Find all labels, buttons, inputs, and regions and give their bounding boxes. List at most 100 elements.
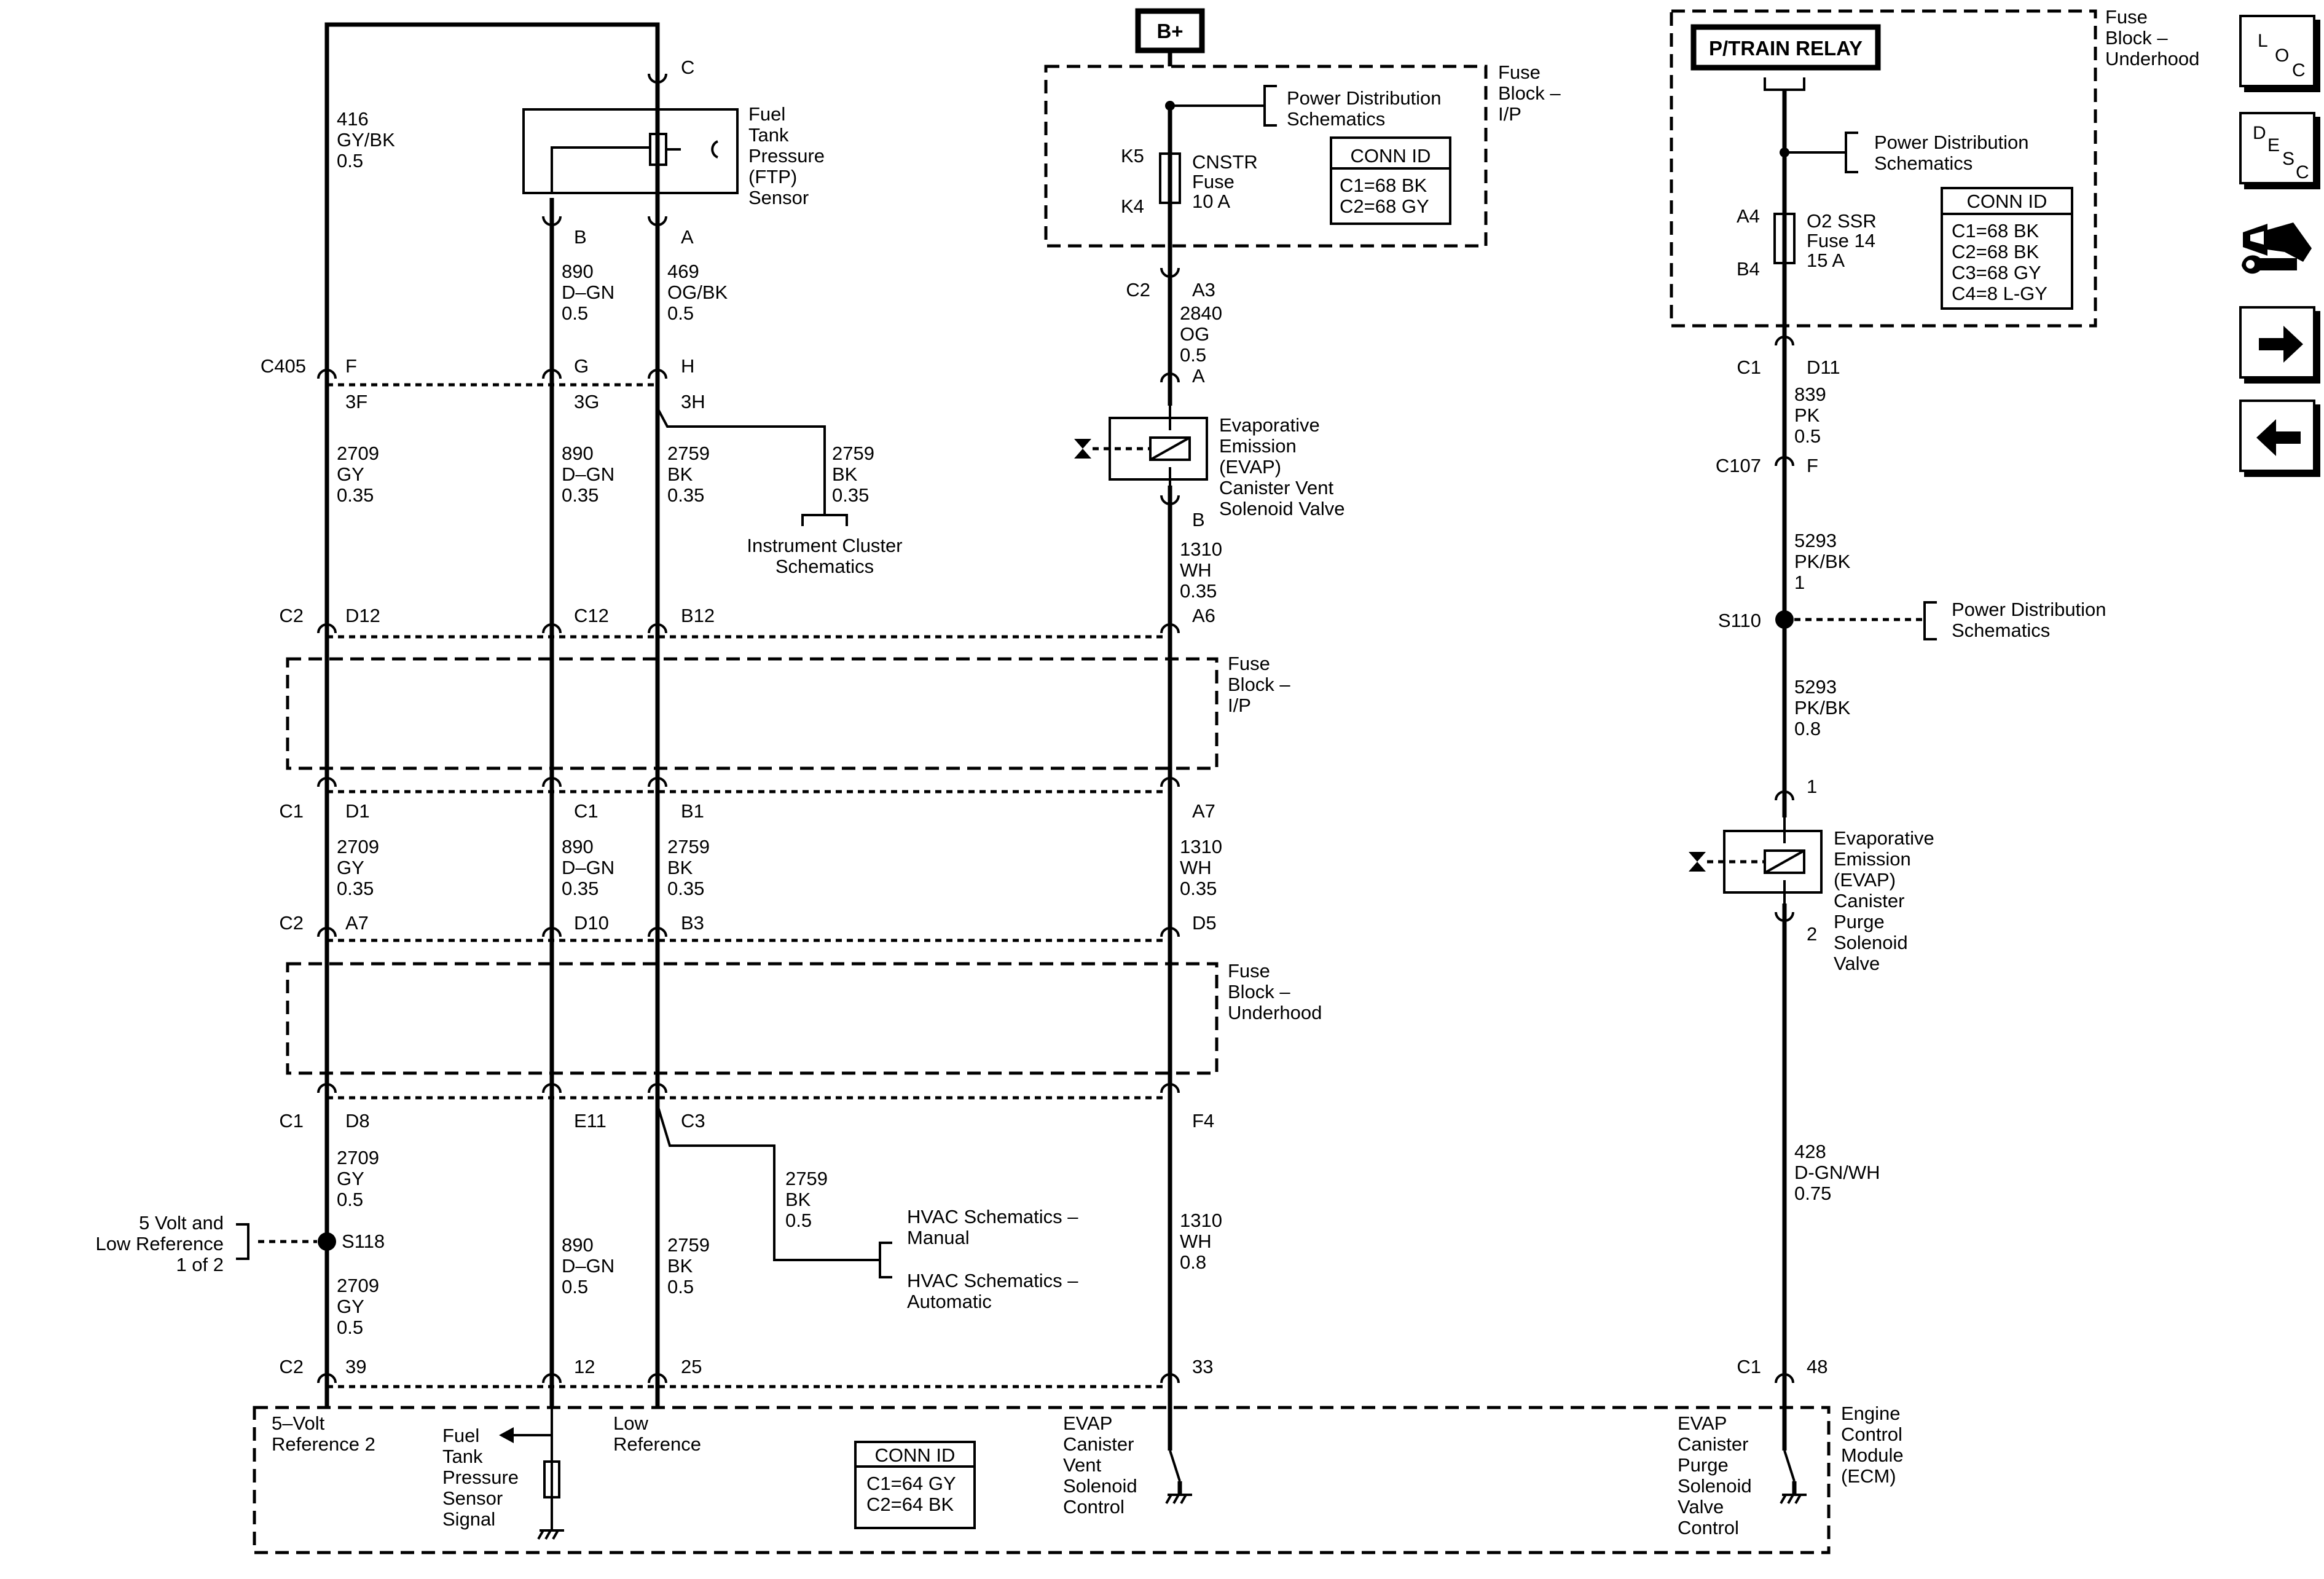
svg-text:Emission: Emission (1834, 848, 1911, 870)
svg-text:Underhood: Underhood (1228, 1002, 1322, 1023)
svg-text:C1=68 BK: C1=68 BK (1340, 175, 1427, 196)
svg-text:BK: BK (667, 1255, 693, 1277)
svg-text:Control: Control (1841, 1423, 1902, 1445)
svg-text:(FTP): (FTP) (748, 166, 797, 187)
svg-text:1310: 1310 (1180, 538, 1222, 560)
svg-text:G: G (574, 355, 589, 377)
fuse-block-underhood-top-box (1670, 9, 2097, 328)
location-button[interactable]: L O C (2239, 15, 2315, 87)
svg-text:H: H (681, 355, 694, 377)
ftp-sensor-symbol (522, 108, 739, 194)
desc-letter: S (2282, 149, 2295, 169)
description-button[interactable]: D E S C (2239, 112, 2315, 184)
splice-s110 (1775, 610, 1794, 629)
svg-text:Underhood: Underhood (2105, 48, 2199, 69)
svg-text:0.35: 0.35 (1180, 878, 1217, 899)
ground-icon (1165, 1494, 1192, 1504)
svg-text:CONN ID: CONN ID (1351, 145, 1431, 167)
pds-label: Power Distribution (1874, 132, 2029, 153)
svg-text:D-GN/WH: D-GN/WH (1794, 1162, 1880, 1183)
svg-text:2759: 2759 (667, 1234, 710, 1256)
svg-text:OG: OG (1180, 323, 1209, 345)
pin-label: B (574, 226, 587, 248)
svg-text:WH: WH (1180, 1231, 1212, 1252)
fuse-block-underhood-mid-label: Fuse Block – Underhood (1228, 960, 1322, 1023)
conn-id-table: CONN ID C1=68 BK C2=68 BK C3=68 GY C4=8 … (1941, 187, 2073, 310)
svg-text:Solenoid: Solenoid (1063, 1475, 1137, 1497)
svg-text:B1: B1 (681, 800, 704, 822)
svg-text:C2: C2 (1126, 279, 1150, 301)
desc-letter: D (2253, 123, 2266, 143)
connector-wrench-icon[interactable] (2239, 209, 2315, 282)
svg-text:S118: S118 (342, 1231, 385, 1252)
hvac-manual-label: HVAC Schematics – (907, 1206, 1078, 1227)
svg-text:2759: 2759 (832, 443, 874, 464)
svg-text:C2=68 BK: C2=68 BK (1952, 241, 2039, 262)
svg-text:D–GN: D–GN (562, 282, 614, 303)
connector-pins (317, 73, 1794, 1384)
svg-text:K4: K4 (1121, 195, 1144, 217)
svg-text:Sensor: Sensor (748, 187, 809, 208)
svg-text:PK/BK: PK/BK (1794, 697, 1851, 719)
loc-letter: L (2258, 31, 2268, 51)
svg-text:Solenoid Valve: Solenoid Valve (1219, 498, 1345, 519)
svg-text:A3: A3 (1192, 279, 1215, 301)
b-plus-label: B+ (1156, 20, 1183, 42)
svg-text:3G: 3G (574, 391, 599, 412)
svg-text:0.5: 0.5 (1794, 425, 1821, 447)
desc-letter: C (2296, 162, 2309, 183)
svg-text:Canister: Canister (1063, 1433, 1134, 1455)
svg-text:D11: D11 (1807, 356, 1840, 378)
svg-text:1: 1 (1794, 572, 1805, 593)
evap-purge-solenoid-symbol (1689, 817, 1823, 904)
fuse-block-ip-top-box (1044, 65, 1488, 248)
svg-text:Fuse 14: Fuse 14 (1807, 230, 1875, 251)
svg-text:Schematics: Schematics (1952, 620, 2050, 641)
svg-text:Block –: Block – (2105, 27, 2168, 49)
connector-labels: C2 A3 C1 D11 C405 F G H 3F 3G 3H A B C10… (261, 279, 1840, 1377)
svg-text:GY/BK: GY/BK (337, 129, 395, 151)
ptrain-relay-label: P/TRAIN RELAY (1709, 37, 1863, 60)
svg-text:3H: 3H (681, 391, 705, 412)
svg-text:Low Reference: Low Reference (95, 1233, 224, 1254)
splice-s118 (318, 1232, 336, 1251)
svg-text:A7: A7 (345, 912, 369, 934)
hvac-auto-label: Automatic (907, 1291, 992, 1312)
loc-letter: O (2275, 45, 2289, 66)
svg-text:Block –: Block – (1228, 674, 1290, 695)
svg-text:890: 890 (562, 1234, 594, 1256)
svg-text:0.5: 0.5 (337, 1317, 363, 1338)
svg-text:C2=68 GY: C2=68 GY (1340, 195, 1429, 217)
svg-text:Low: Low (613, 1412, 648, 1434)
svg-text:Tank: Tank (748, 124, 789, 146)
svg-text:0.8: 0.8 (1180, 1251, 1206, 1273)
svg-text:BK: BK (667, 857, 693, 878)
fuse-block-underhood-top-label: Fuse Block – Underhood (2105, 6, 2199, 69)
svg-text:Signal: Signal (442, 1508, 495, 1530)
cnstr-fuse-symbol (1159, 152, 1181, 204)
evap-vent-solenoid-symbol (1074, 406, 1208, 486)
svg-text:12: 12 (574, 1356, 595, 1377)
svg-text:5293: 5293 (1794, 676, 1837, 698)
ptrain-relay-box (1690, 24, 1881, 71)
svg-text:D8: D8 (345, 1110, 370, 1132)
svg-text:Power Distribution: Power Distribution (1952, 599, 2106, 620)
svg-text:WH: WH (1180, 857, 1212, 878)
svg-text:Canister Vent: Canister Vent (1219, 477, 1333, 498)
svg-text:Fuse: Fuse (1228, 653, 1270, 674)
svg-text:Fuse: Fuse (1228, 960, 1270, 982)
relay-contact-icon (1764, 77, 1805, 101)
arrow-left-icon[interactable] (2239, 400, 2315, 472)
svg-text:BK: BK (667, 463, 693, 485)
svg-text:C2: C2 (279, 1356, 304, 1377)
arrow-right-icon[interactable] (2239, 306, 2315, 379)
svg-text:Fuel: Fuel (442, 1425, 479, 1446)
svg-text:B12: B12 (681, 605, 715, 626)
svg-text:0.8: 0.8 (1794, 718, 1821, 739)
svg-text:0.75: 0.75 (1794, 1183, 1831, 1204)
svg-text:GY: GY (337, 463, 364, 485)
svg-text:C1: C1 (279, 1110, 304, 1132)
svg-text:Evaporative: Evaporative (1834, 827, 1934, 849)
svg-text:0.35: 0.35 (667, 878, 704, 899)
